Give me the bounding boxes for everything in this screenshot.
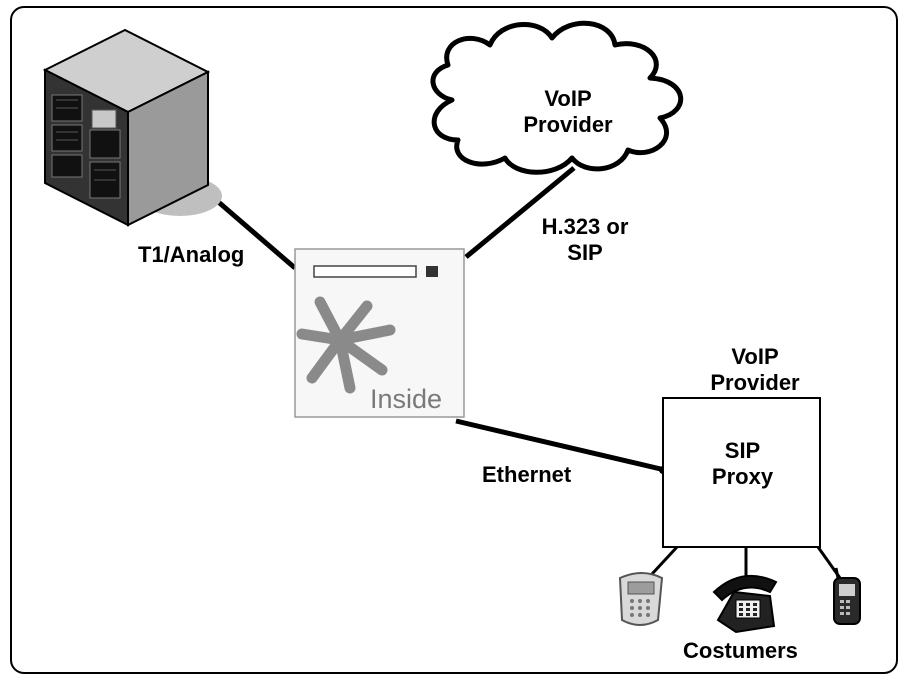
cloud-label: VoIP Provider: [508, 86, 628, 138]
pbx-server-icon: [42, 28, 222, 227]
proxy-provider-label: VoIP Provider: [690, 344, 820, 396]
sip-phone-icon: [618, 572, 664, 626]
desk-phone-icon: [712, 575, 778, 634]
gateway-device-icon: [294, 248, 465, 418]
connector-gateway-cloud: [464, 166, 576, 259]
diagram-frame: [10, 6, 898, 674]
protocol-label-line1: H.323 or: [541, 214, 629, 239]
cloud-label-line1: VoIP: [544, 86, 592, 111]
cloud-icon: [430, 20, 684, 175]
proxy-provider-label-line2: Provider: [710, 370, 800, 395]
sip-proxy-box: [662, 397, 821, 548]
connector-gateway-proxy: [455, 418, 666, 473]
gateway-logo-text: Inside: [370, 384, 443, 414]
connector-proxy-sip-phone: [650, 545, 679, 576]
mobile-phone-icon: [833, 567, 861, 625]
sip-proxy-label-line1: SIP: [724, 438, 761, 463]
customers-label: Costumers: [683, 638, 798, 663]
protocol-label: H.323 or SIP: [520, 214, 650, 266]
cloud-label-line2: Provider: [523, 112, 613, 137]
proxy-provider-label-line1: VoIP: [731, 344, 779, 369]
protocol-label-line2: SIP: [567, 240, 603, 265]
t1-analog-label: T1/Analog: [138, 242, 245, 267]
connector-pbx-gateway: [206, 191, 297, 270]
sip-proxy-label: SIP Proxy: [680, 438, 805, 490]
sip-proxy-label-line2: Proxy: [711, 464, 774, 489]
ethernet-label: Ethernet: [482, 462, 572, 487]
